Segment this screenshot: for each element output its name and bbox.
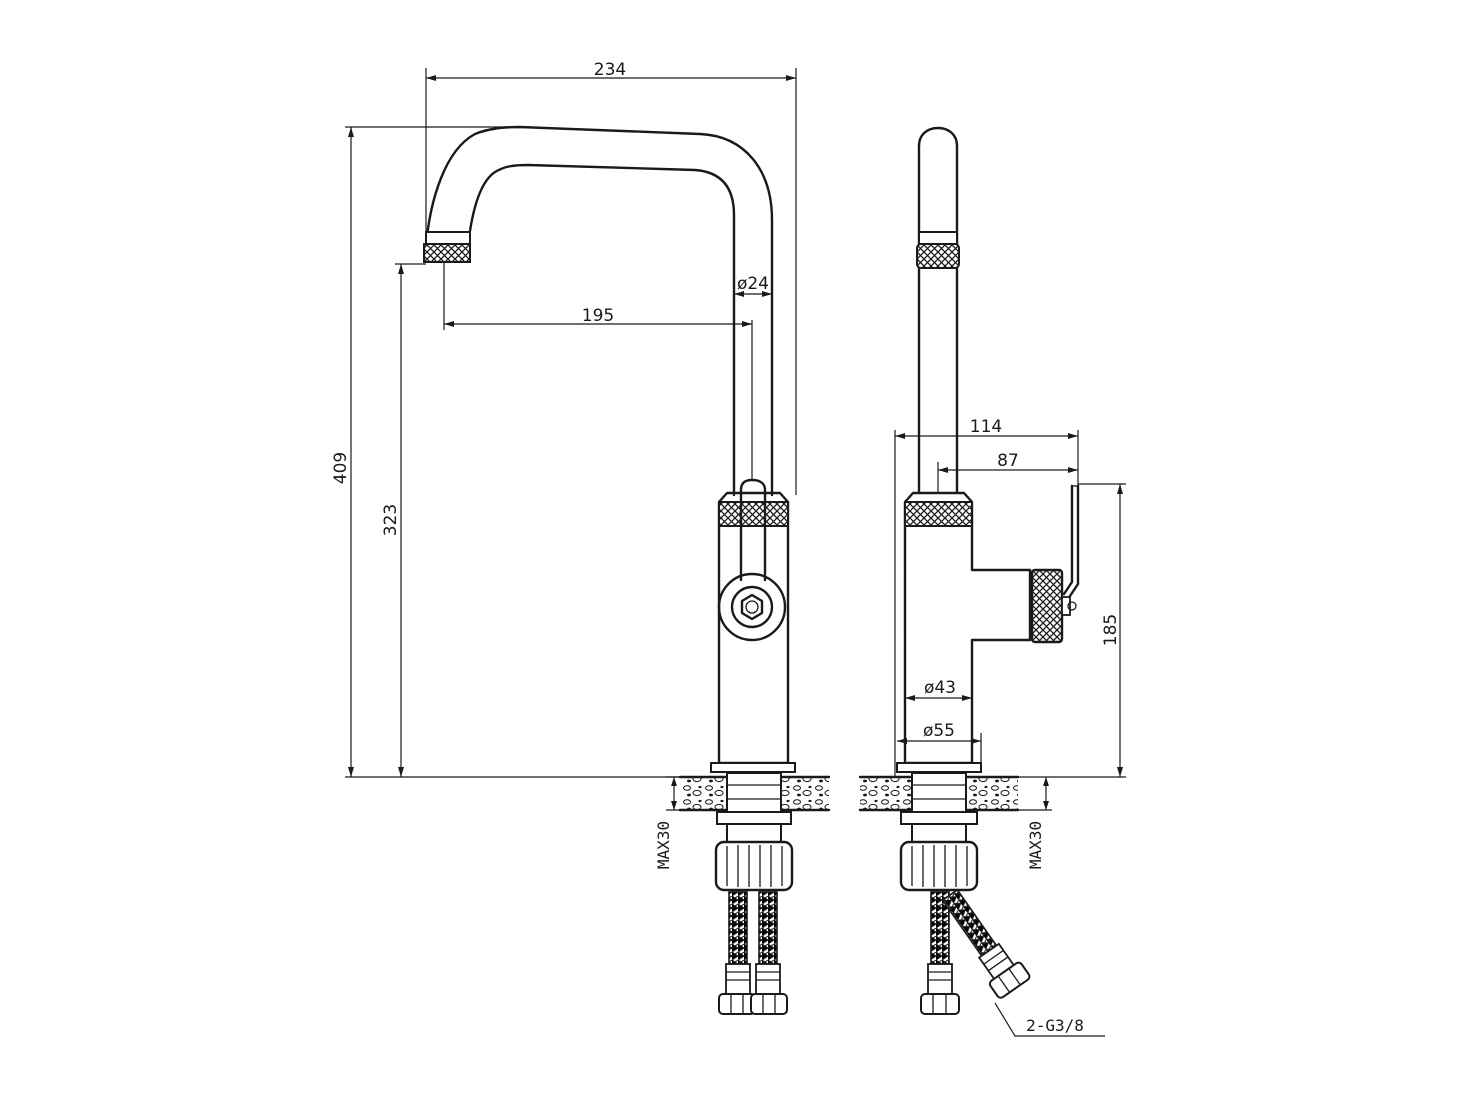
dim-connection-thread: 2-G3/8 [1026, 1016, 1084, 1035]
dim-pipe-diameter: ø24 [737, 274, 769, 294]
dim-spout-reach: 195 [582, 306, 614, 326]
dim-max-counter-side: MAX30 [1026, 821, 1045, 869]
dim-spout-height: 323 [381, 504, 401, 536]
dim-base-inner-diameter: ø43 [924, 678, 956, 698]
dim-handle-offset: 87 [997, 451, 1019, 471]
dim-overall-width: 234 [594, 60, 626, 80]
front-view [423, 125, 831, 1015]
dim-base-outer-diameter: ø55 [923, 721, 955, 741]
dim-overall-height: 409 [331, 452, 351, 484]
dim-handle-height: 185 [1101, 614, 1121, 646]
side-view [858, 126, 1080, 1015]
dim-max-counter-front: MAX30 [654, 821, 673, 869]
dim-side-depth: 114 [970, 417, 1002, 437]
dimension-labels: 234 ø24 195 409 323 MAX30 114 87 185 ø43… [331, 60, 1121, 1035]
dimension-lines [345, 68, 1126, 1037]
